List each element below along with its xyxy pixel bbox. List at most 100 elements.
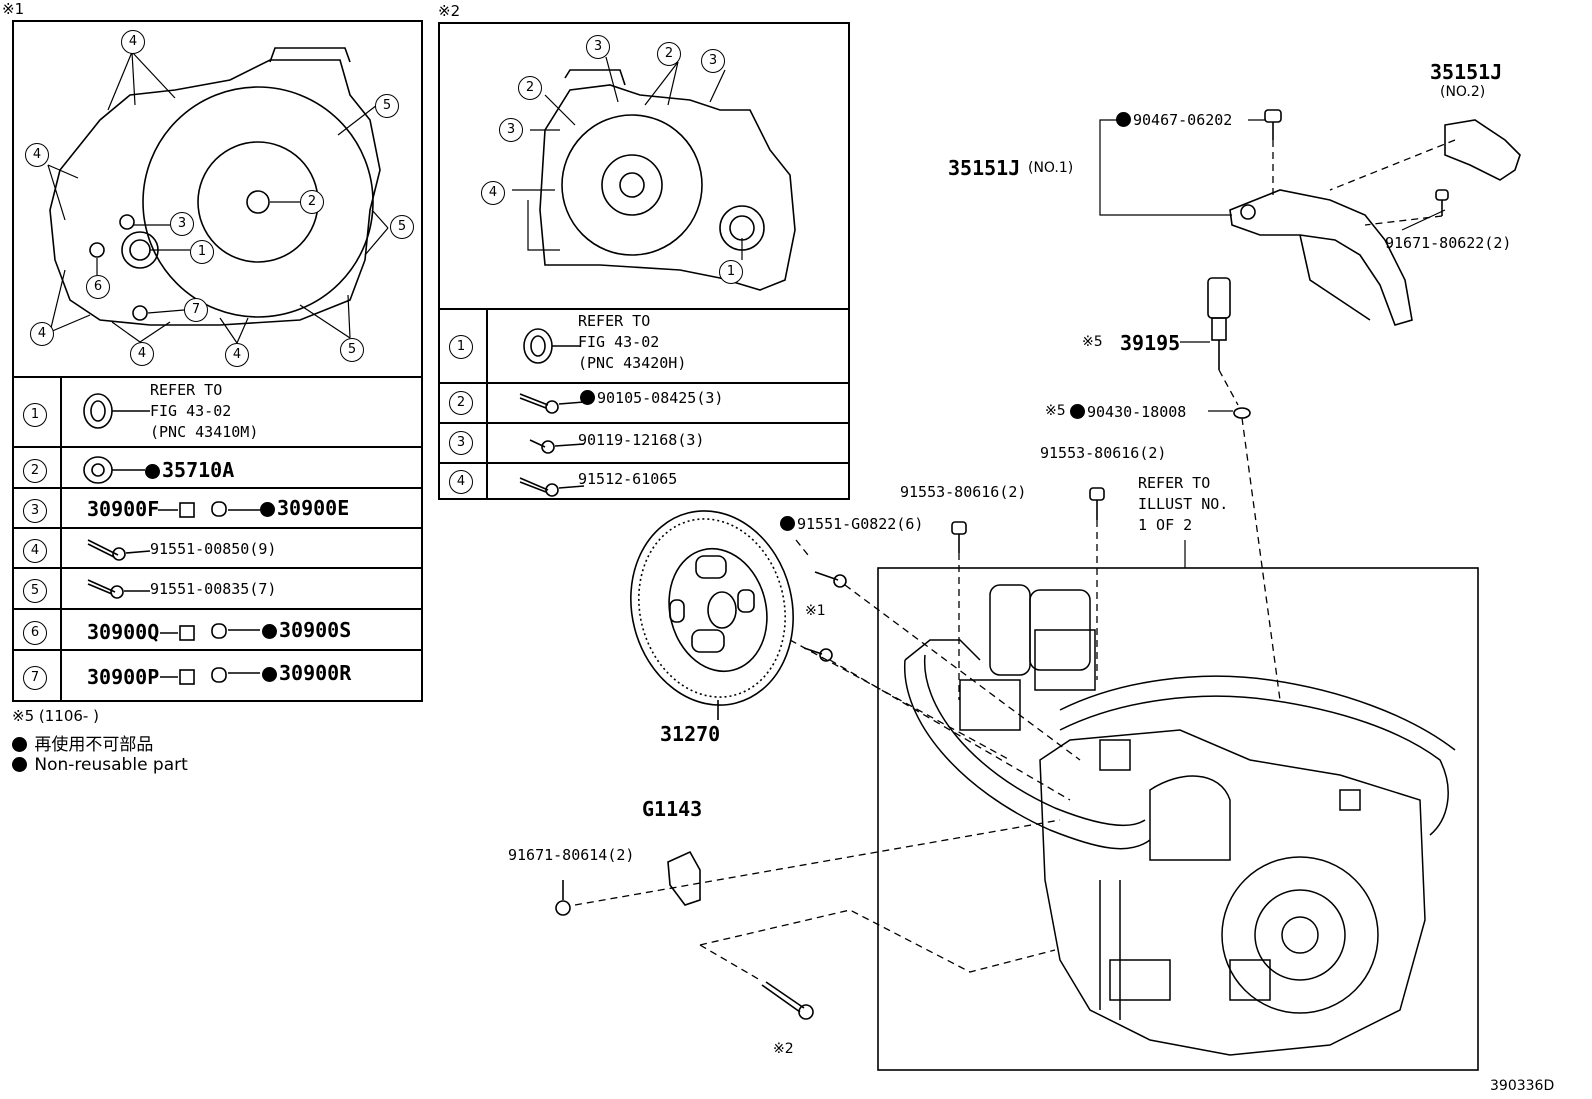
part-label: 90105-08425(3) (597, 389, 724, 407)
refer-fig: FIG 43-02 (150, 402, 232, 420)
row-divider (14, 446, 421, 448)
refer-pnc: (PNC 43420H) (578, 354, 687, 372)
callout-2: 2 (300, 190, 324, 214)
number-column (440, 308, 488, 500)
refer-page: 1 OF 2 (1138, 516, 1193, 534)
callout-1: 1 (190, 240, 214, 264)
transaxle-assembly-frame (877, 567, 1479, 1071)
refer-fig: FIG 43-02 (578, 333, 660, 351)
box2-row-icons (519, 328, 585, 497)
non-reusable-dot-icon (262, 667, 277, 682)
part-91671-80614: 91671-80614(2) (508, 846, 635, 864)
callout-3: 3 (499, 118, 523, 142)
part-90430-18008: 90430-18008 (1070, 403, 1186, 421)
part-label: 91551-G0822(6) (797, 515, 924, 533)
row-number-3: 3 (449, 431, 473, 455)
row-number-1: 1 (23, 403, 47, 427)
transaxle-assembly-drawing (904, 584, 1456, 1056)
legend-jp-text: 再使用不可部品 (34, 735, 154, 755)
callout-5: 5 (390, 215, 414, 239)
row-divider (14, 527, 421, 529)
callout-3: 3 (586, 35, 610, 59)
transaxle-case-drawing-1 (49, 47, 381, 326)
part-number: 90105-08425(3) (580, 389, 723, 407)
part-39195: 39195 (1120, 331, 1181, 355)
part-number: 30900E (260, 496, 349, 520)
callout-7: 7 (184, 298, 208, 322)
part-91551-g0822: 91551-G0822(6) (780, 515, 923, 533)
callout-4: 4 (30, 322, 54, 346)
row-number-2: 2 (23, 459, 47, 483)
part-number: 30900F (87, 497, 160, 521)
part-number: 91551-00835(7) (150, 580, 277, 598)
part-label: 90430-18008 (1087, 403, 1187, 421)
callout-5: 4 (225, 343, 249, 367)
part-g1143: G1143 (642, 797, 703, 821)
callout-4: 4 (121, 30, 145, 54)
bracket-drawing (1229, 109, 1521, 326)
part-31270: 31270 (660, 722, 721, 746)
part-number: 35710A (145, 458, 234, 482)
part-label: 90467-06202 (1133, 111, 1233, 129)
callout-5: 5 (375, 94, 399, 118)
callout-5: 5 (340, 338, 364, 362)
callout-2: 2 (657, 42, 681, 66)
row-number-7: 7 (23, 666, 47, 690)
non-reusable-dot-icon (145, 464, 160, 479)
callout-leaders-2 (512, 56, 743, 260)
refer-text: REFER TO (150, 381, 223, 399)
part-label: 35710A (162, 458, 235, 482)
non-reusable-dot-icon (1116, 112, 1131, 127)
part-91671-80622: 91671-80622(2) (1385, 234, 1512, 252)
refer-text: REFER TO (578, 312, 651, 330)
part-number: 30900P (87, 665, 160, 689)
part-91553-80616: 91553-80616(2) (1040, 444, 1167, 462)
part-number: 30900R (262, 661, 351, 685)
callout-4: 4 (481, 181, 505, 205)
non-reusable-dot-icon (260, 502, 275, 517)
part-number: 30900Q (87, 620, 160, 644)
bolt-drawings (555, 487, 1105, 1020)
number-column (14, 376, 62, 700)
box1-illustration-frame (12, 20, 423, 378)
date-note: ※5 (1106- ) (12, 707, 99, 725)
box1-row-icons (83, 393, 260, 685)
g1143-bracket-drawing (667, 850, 701, 906)
row-divider (440, 382, 848, 384)
row-number-1: 1 (449, 335, 473, 359)
figure-number: 390336D (1490, 1078, 1555, 1094)
part-label: 30900R (279, 661, 352, 685)
row-number-4: 4 (449, 470, 473, 494)
non-reusable-dot-icon (262, 624, 277, 639)
refer-illust: ILLUST NO. (1138, 495, 1229, 513)
note-mark-1: ※1 (805, 603, 826, 619)
row-divider (14, 487, 421, 489)
row-number-2: 2 (449, 391, 473, 415)
no2-label: (NO.2) (1440, 84, 1486, 100)
non-reusable-dot-icon (1070, 404, 1085, 419)
clutch-disc-drawing (630, 510, 794, 720)
note-mark-5: ※5 (1045, 403, 1066, 419)
part-number: 30900S (262, 618, 351, 642)
row-divider (14, 649, 421, 651)
callout-1: 1 (719, 260, 743, 284)
legend-japanese: 再使用不可部品 (12, 730, 153, 755)
refer-text: REFER TO (1138, 474, 1211, 492)
row-divider (440, 308, 848, 310)
row-divider (14, 567, 421, 569)
non-reusable-dot-icon (12, 737, 27, 752)
row-number-4: 4 (23, 539, 47, 563)
callout-3: 3 (170, 212, 194, 236)
non-reusable-dot-icon (780, 516, 795, 531)
part-90467-06202: 90467-06202 (1116, 111, 1232, 129)
transaxle-case-drawing-2 (539, 69, 796, 291)
callout-4: 4 (130, 342, 154, 366)
non-reusable-dot-icon (580, 390, 595, 405)
row-divider (440, 422, 848, 424)
callout-3: 3 (701, 49, 725, 73)
part-label: 30900S (279, 618, 352, 642)
row-number-5: 5 (23, 579, 47, 603)
note-mark-5: ※5 (1082, 334, 1103, 350)
box1-marker: ※1 (2, 0, 25, 18)
